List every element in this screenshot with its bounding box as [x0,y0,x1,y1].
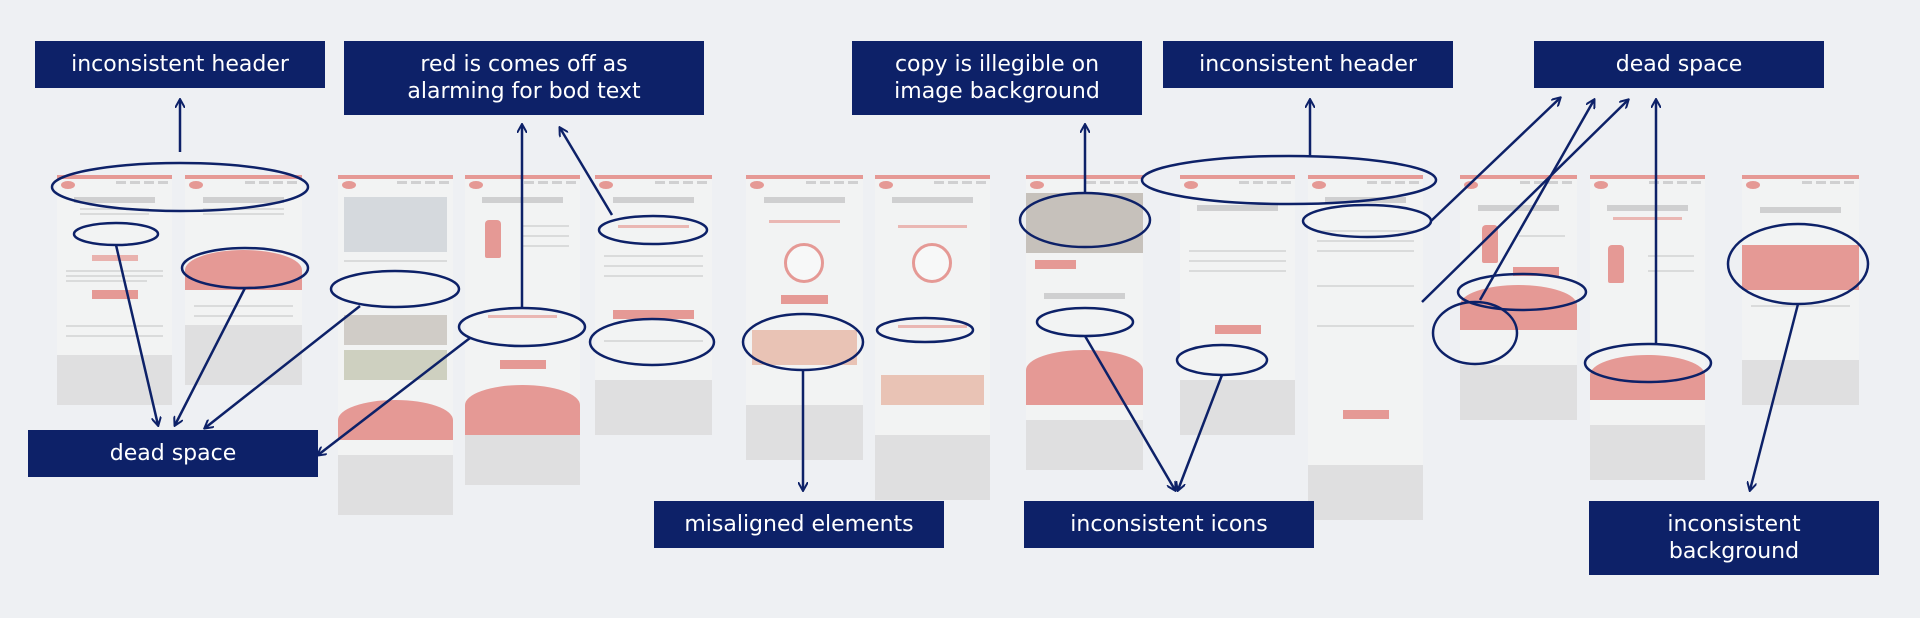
highlight-ellipse [1726,222,1870,306]
annotation-arrow [1178,374,1224,490]
highlight-ellipse [1140,154,1438,206]
annotation-label: dead space [28,430,318,477]
annotation-label: inconsistent icons [1024,501,1314,548]
annotation-label: red is comes off as alarming for bod tex… [344,41,704,115]
highlight-ellipse [1175,343,1269,377]
email-thumbnail-missed-you [1590,175,1705,480]
email-thumbnail-thank-you-review [185,175,302,385]
highlight-ellipse [588,317,716,367]
highlight-ellipse [741,312,865,372]
annotation-arrow [1421,100,1628,303]
annotation-label: inconsistent header [1163,41,1453,88]
highlight-ellipse [50,161,310,213]
annotation-label: inconsistent background [1589,501,1879,575]
email-thumbnail-left-something [1460,175,1577,420]
annotation-label: copy is illegible on image background [852,41,1142,115]
annotation-arrow [1478,100,1594,301]
highlight-ellipse [1301,203,1433,239]
highlight-ellipse [457,306,587,348]
highlight-ellipse [72,221,160,247]
highlight-ellipse [1456,272,1588,312]
annotation-arrow [318,337,471,455]
annotation-arrow [205,305,361,428]
email-thumbnail-protein-number [875,175,990,500]
highlight-ellipse [597,214,709,246]
email-thumbnail-create-account [1026,175,1143,470]
email-thumbnail-sample-request [595,175,712,435]
email-thumbnail-protein-need [746,175,863,460]
annotation-label: misaligned elements [654,501,944,548]
highlight-ellipse [875,316,975,344]
email-thumbnail-opinion-matters [57,175,172,405]
highlight-ellipse [180,246,310,290]
annotation-arrow [560,128,614,216]
annotation-arrow [114,244,158,425]
highlight-ellipse [1583,342,1713,384]
annotation-arrow [1750,303,1800,490]
highlight-ellipse [1035,306,1135,338]
email-thumbnail-contact-us [1742,175,1859,405]
annotation-label: dead space [1534,41,1824,88]
annotation-arrow [1083,335,1175,490]
annotation-arrow [175,287,247,425]
highlight-ellipse [329,269,461,309]
annotation-label: inconsistent header [35,41,325,88]
email-thumbnail-order-shipped [1180,175,1295,435]
email-thumbnail-doctor-article [338,175,453,515]
email-thumbnail-boost-mobility [465,175,580,485]
highlight-ellipse [1431,300,1519,366]
annotation-arrow [1430,98,1560,222]
highlight-ellipse [1018,191,1152,249]
